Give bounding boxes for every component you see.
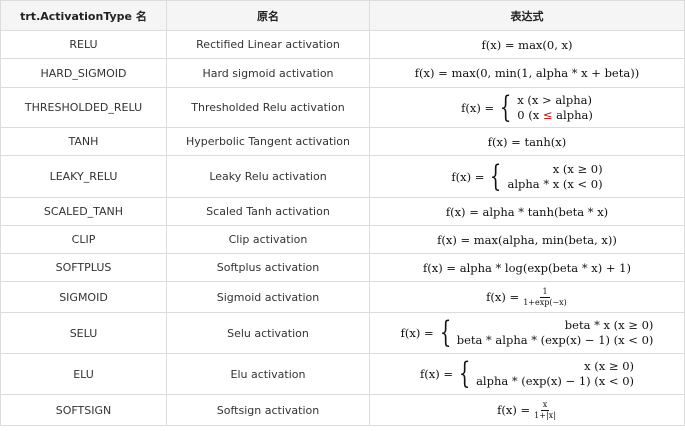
- name-cell: Clip activation: [166, 225, 370, 254]
- type-cell: HARD_SIGMOID: [0, 58, 167, 88]
- formula-lhs: f(x) =: [461, 100, 495, 115]
- type-cell: CLIP: [0, 225, 167, 254]
- table-row: TANH Hyperbolic Tangent activation f(x) …: [0, 127, 685, 156]
- type-cell: ELU: [0, 353, 167, 395]
- brace-icon: {: [499, 89, 512, 125]
- type-cell: SIGMOID: [0, 281, 167, 313]
- type-cell: RELU: [0, 30, 167, 59]
- name-cell: Hard sigmoid activation: [166, 58, 370, 88]
- table-row: SOFTPLUS Softplus activation f(x) = alph…: [0, 253, 685, 282]
- formula-cell: f(x) = tanh(x): [369, 127, 685, 156]
- name-cell: Softplus activation: [166, 253, 370, 282]
- table-row: LEAKY_RELU Leaky Relu activation f(x) = …: [0, 155, 685, 198]
- table-row: SCALED_TANH Scaled Tanh activation f(x) …: [0, 197, 685, 226]
- table-row: SIGMOID Sigmoid activation f(x) = 1 1+ex…: [0, 281, 685, 313]
- formula-cell: f(x) = { x (x ≥ 0) alpha * (exp(x) − 1) …: [369, 353, 685, 395]
- header-formula: 表达式: [369, 0, 685, 31]
- formula-lhs: f(x) =: [486, 290, 520, 304]
- formula-cell: f(x) = { x (x ≥ 0) alpha * x (x < 0): [369, 155, 685, 198]
- case-1: x (x ≥ 0): [552, 161, 603, 176]
- name-cell: Scaled Tanh activation: [166, 197, 370, 226]
- name-cell: Selu activation: [166, 312, 370, 354]
- formula-cell: f(x) = { x (x > alpha) 0 (x ≤ alpha): [369, 87, 685, 128]
- table-row: HARD_SIGMOID Hard sigmoid activation f(x…: [0, 58, 685, 88]
- formula-cell: f(x) = { beta * x (x ≥ 0) beta * alpha *…: [369, 312, 685, 354]
- table-row: SOFTSIGN Softsign activation f(x) = x 1+…: [0, 394, 685, 426]
- type-cell: TANH: [0, 127, 167, 156]
- type-cell: SELU: [0, 312, 167, 354]
- name-cell: Rectified Linear activation: [166, 30, 370, 59]
- numerator: 1: [540, 286, 550, 298]
- fraction: 1 1+exp(−x): [522, 287, 568, 308]
- formula-cell: f(x) = x 1+|x|: [369, 394, 685, 426]
- name-cell: Elu activation: [166, 353, 370, 395]
- numerator: x: [540, 399, 550, 411]
- brace-icon: {: [439, 315, 451, 350]
- table-row: ELU Elu activation f(x) = { x (x ≥ 0) al…: [0, 353, 685, 395]
- formula-lhs: f(x) =: [419, 367, 453, 381]
- case-2: beta * alpha * (exp(x) − 1) (x < 0): [456, 333, 654, 347]
- type-cell: SCALED_TANH: [0, 197, 167, 226]
- case-2: 0 (x ≤ alpha): [517, 107, 593, 122]
- name-cell: Hyperbolic Tangent activation: [166, 127, 370, 156]
- denominator: 1+exp(−x): [523, 297, 567, 307]
- formula-cell: f(x) = max(0, min(1, alpha * x + beta)): [369, 58, 685, 88]
- name-cell: Thresholded Relu activation: [166, 87, 370, 128]
- type-cell: SOFTSIGN: [0, 394, 167, 426]
- formula-cell: f(x) = 1 1+exp(−x): [369, 281, 685, 313]
- table-row: RELU Rectified Linear activation f(x) = …: [0, 30, 685, 59]
- formula-cell: f(x) = alpha * tanh(beta * x): [369, 197, 685, 226]
- brace-icon: {: [490, 158, 502, 194]
- fraction: x 1+|x|: [533, 400, 557, 421]
- case-2: alpha * x (x < 0): [507, 176, 603, 191]
- case-1: x (x ≥ 0): [584, 359, 635, 373]
- table-row: SELU Selu activation f(x) = { beta * x (…: [0, 312, 685, 354]
- name-cell: Softsign activation: [166, 394, 370, 426]
- type-cell: LEAKY_RELU: [0, 155, 167, 198]
- formula-cell: f(x) = max(alpha, min(beta, x)): [369, 225, 685, 254]
- formula-lhs: f(x) =: [451, 169, 485, 184]
- header-name: 原名: [166, 0, 370, 31]
- brace-icon: {: [458, 356, 471, 391]
- table-row: CLIP Clip activation f(x) = max(alpha, m…: [0, 225, 685, 254]
- table-row: THRESHOLDED_RELU Thresholded Relu activa…: [0, 87, 685, 128]
- header-row: trt.ActivationType 名 原名 表达式: [0, 0, 685, 31]
- type-cell: THRESHOLDED_RELU: [0, 87, 167, 128]
- name-cell: Sigmoid activation: [166, 281, 370, 313]
- header-type: trt.ActivationType 名: [0, 0, 167, 31]
- formula-lhs: f(x) =: [497, 403, 531, 417]
- formula-cell: f(x) = alpha * log(exp(beta * x) + 1): [369, 253, 685, 282]
- case-1: beta * x (x ≥ 0): [564, 318, 654, 332]
- case-1: x (x > alpha): [517, 92, 592, 107]
- type-cell: SOFTPLUS: [0, 253, 167, 282]
- leq-symbol: ≤: [542, 107, 553, 122]
- formula-lhs: f(x) =: [400, 326, 434, 340]
- denominator: 1+|x|: [534, 410, 556, 420]
- case-2: alpha * (exp(x) − 1) (x < 0): [476, 374, 635, 388]
- formula-cell: f(x) = max(0, x): [369, 30, 685, 59]
- name-cell: Leaky Relu activation: [166, 155, 370, 198]
